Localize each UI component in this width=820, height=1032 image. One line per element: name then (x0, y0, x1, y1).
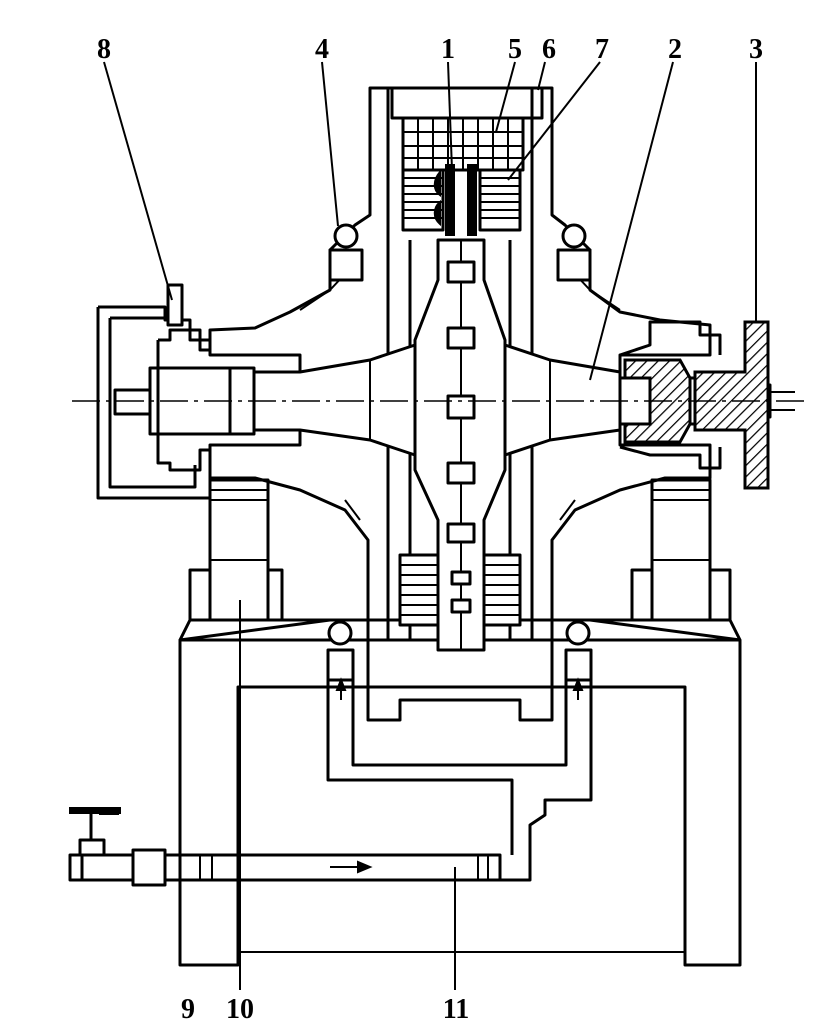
label-11: 11 (443, 994, 469, 1025)
leader-lines (103, 61, 757, 990)
base-frame (178, 618, 742, 967)
label-6: 6 (542, 34, 556, 65)
lower-lugs (326, 620, 593, 682)
label-2: 2 (668, 34, 682, 65)
valve (68, 807, 121, 882)
label-1: 1 (441, 34, 455, 65)
label-3: 3 (749, 34, 763, 65)
right-pedestal (630, 478, 732, 622)
rotor-disc (413, 238, 507, 652)
label-4: 4 (315, 34, 329, 65)
upper-laminations (401, 164, 522, 236)
left-pedestal (188, 478, 284, 622)
exciter-cover (96, 283, 212, 500)
label-10: 10 (226, 994, 254, 1025)
upper-lugs (328, 223, 592, 282)
cooling-pipes (326, 650, 593, 882)
label-5: 5 (508, 34, 522, 65)
inlet-pipe (73, 848, 502, 887)
label-7: 7 (595, 34, 609, 65)
part-labels: 8 4 1 5 6 7 2 3 9 10 11 (97, 34, 763, 1025)
label-8: 8 (97, 34, 111, 65)
label-9: 9 (181, 994, 195, 1025)
left-shaft-end (113, 328, 256, 472)
stator-winding (401, 116, 525, 172)
